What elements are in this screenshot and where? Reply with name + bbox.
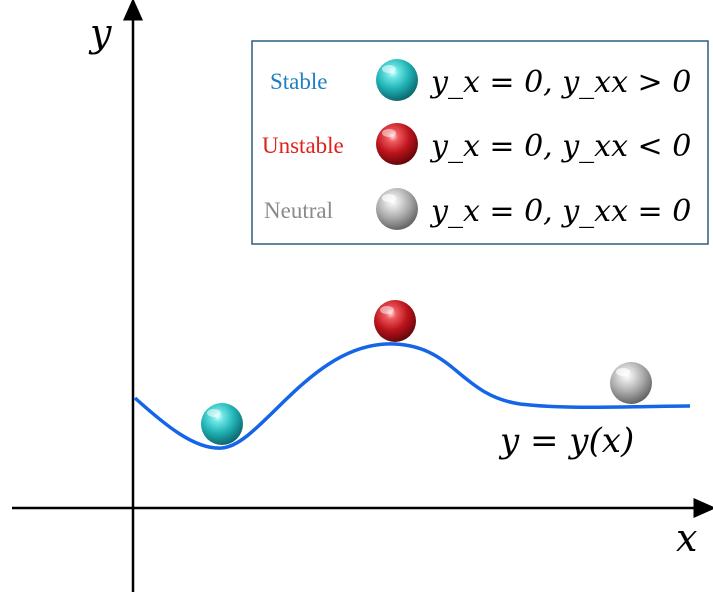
legend-label-stable: Stable <box>270 69 328 94</box>
x-axis-label: x <box>676 516 697 560</box>
legend: Stable y_x = 0, y_xx > 0 Unstable y_x = … <box>251 40 709 245</box>
potential-curve <box>133 342 691 450</box>
legend-condition-unstable: y_x = 0, y_xx < 0 <box>429 129 691 164</box>
legend-condition-stable: y_x = 0, y_xx > 0 <box>429 65 691 100</box>
legend-label-neutral: Neutral <box>264 198 333 223</box>
legend-label-unstable: Unstable <box>262 133 344 158</box>
legend-ball-stable <box>376 59 418 101</box>
y-axis-label: y <box>88 11 112 55</box>
stable-ball <box>201 403 243 445</box>
neutral-ball <box>610 362 652 404</box>
legend-ball-unstable <box>376 123 418 165</box>
legend-ball-neutral <box>376 188 418 230</box>
curve-label: y = y(x) <box>498 421 634 461</box>
unstable-ball <box>374 300 416 342</box>
legend-box <box>251 40 709 245</box>
legend-condition-neutral: y_x = 0, y_xx = 0 <box>429 194 691 229</box>
